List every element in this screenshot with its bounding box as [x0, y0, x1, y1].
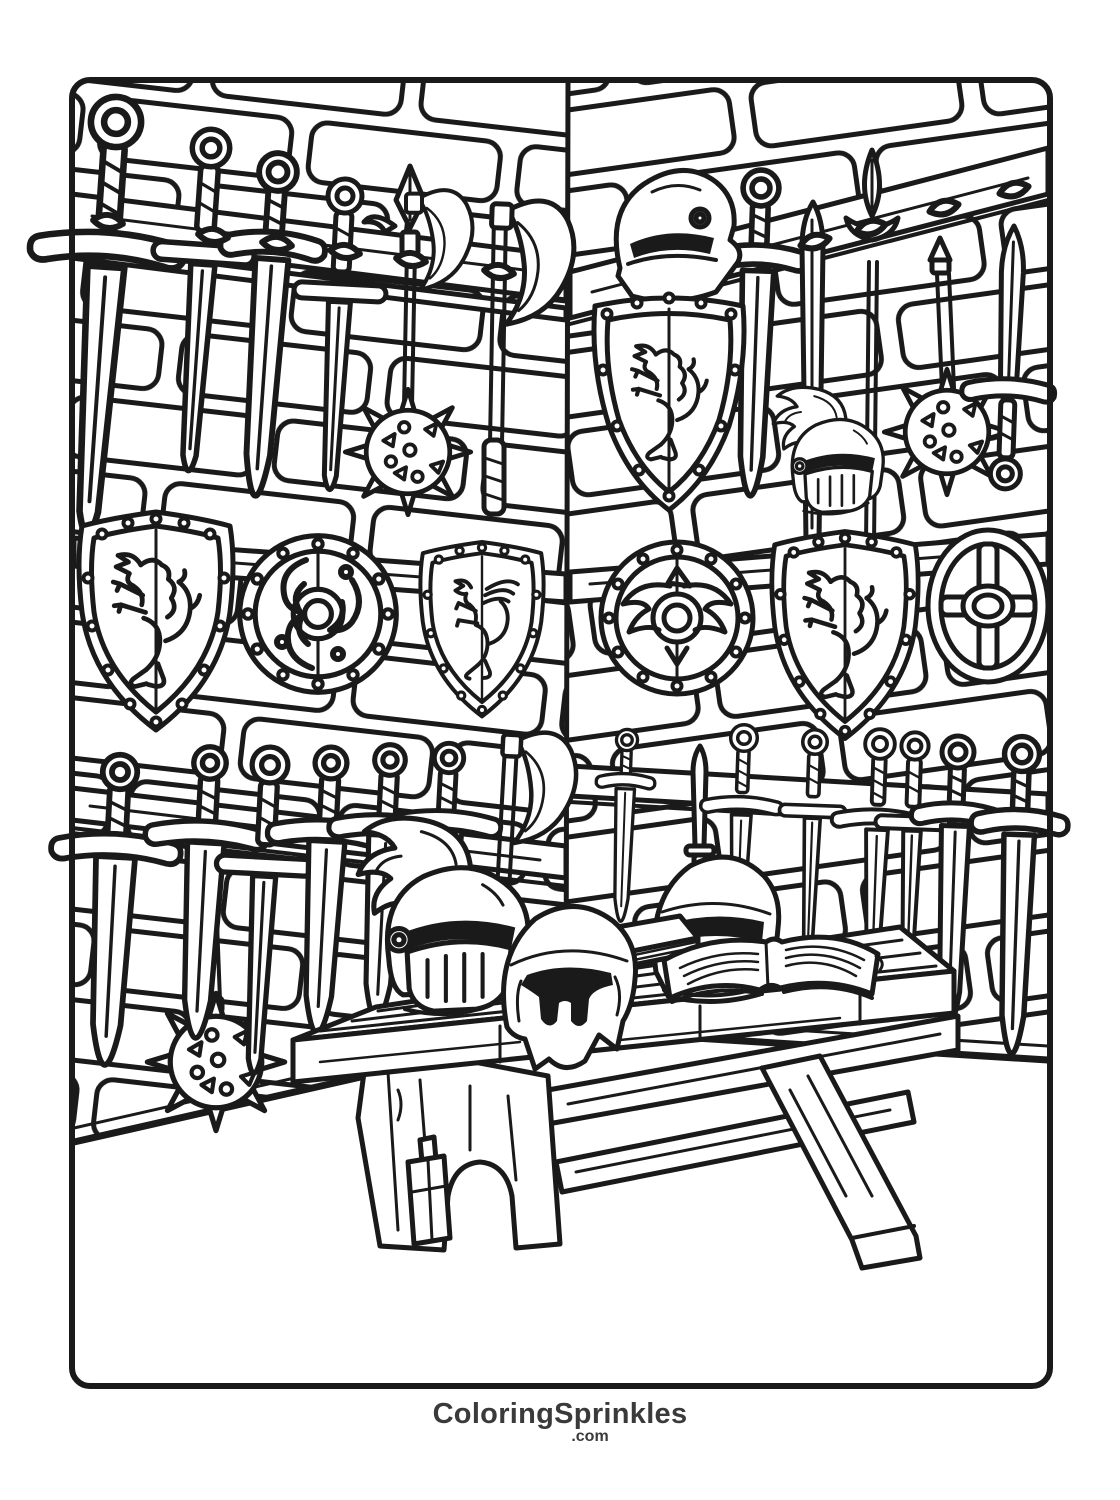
round-shield-eagle [601, 542, 753, 694]
spartan-helmet [501, 904, 639, 1072]
open-book [661, 934, 884, 1004]
site-name: ColoringSprinkles [432, 1398, 688, 1430]
round-shield-dragon [240, 536, 397, 693]
table-leg-right [759, 1053, 923, 1271]
table-leg-block [405, 1134, 453, 1247]
site-domain-suffix: .com [571, 1428, 609, 1446]
branding: ColoringSprinkles .com [0, 1399, 1120, 1446]
battle-axe-upper-left [481, 199, 575, 517]
page-frame [69, 77, 1053, 1389]
sallet-helmet-on-rack [613, 168, 743, 304]
oval-shield-cross [928, 530, 1048, 682]
morning-star-right [884, 235, 1009, 495]
poleaxe-with-morning-star [345, 163, 472, 515]
